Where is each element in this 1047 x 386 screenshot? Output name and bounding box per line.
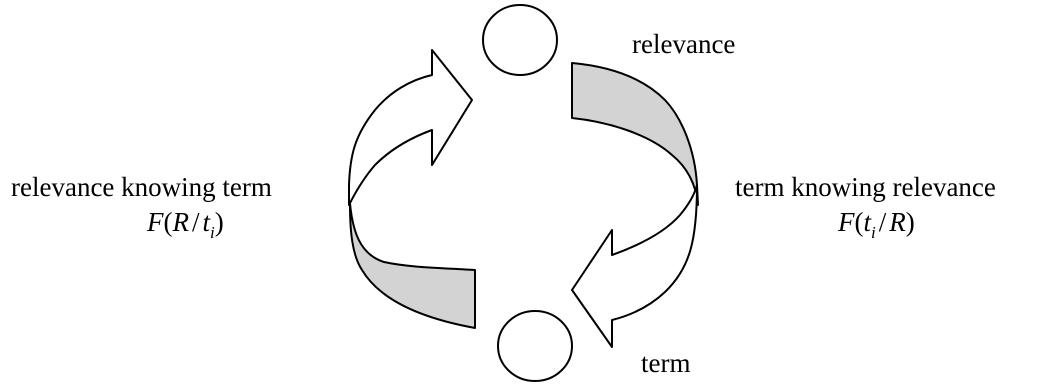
right-arrow-head xyxy=(571,184,698,348)
term-node-circle xyxy=(497,310,573,382)
left-arrow-back-band xyxy=(348,184,476,329)
left-edge-label: relevance knowing term xyxy=(11,172,272,202)
right-arrow-back-band xyxy=(571,62,699,206)
left-formula-var-b-sub: i xyxy=(210,223,215,242)
relevance-node-label: relevance xyxy=(632,29,736,59)
left-formula-sep: / xyxy=(192,207,200,237)
right-formula-var-b: R xyxy=(889,207,906,237)
left-formula-var-b: t xyxy=(202,207,211,237)
left-arrow-head xyxy=(348,49,473,206)
left-formula-func: F xyxy=(147,207,164,237)
right-formula-var-a: t xyxy=(863,207,872,237)
right-formula-close: ) xyxy=(905,207,915,237)
left-edge-formula: F(R/ti) xyxy=(147,207,224,241)
left-formula-var-a: R xyxy=(172,207,190,237)
right-formula-var-a-sub: i xyxy=(871,223,876,242)
right-edge-formula: F(ti/R) xyxy=(838,207,915,241)
right-formula-func: F xyxy=(838,207,855,237)
right-formula-sep: / xyxy=(878,207,887,237)
left-formula-open: ( xyxy=(163,207,173,237)
relevance-node-circle xyxy=(482,4,558,76)
term-node-label: term xyxy=(641,348,691,378)
right-formula-open: ( xyxy=(854,207,864,237)
right-edge-label: term knowing relevance xyxy=(735,172,996,202)
left-formula-close: ) xyxy=(214,207,224,237)
